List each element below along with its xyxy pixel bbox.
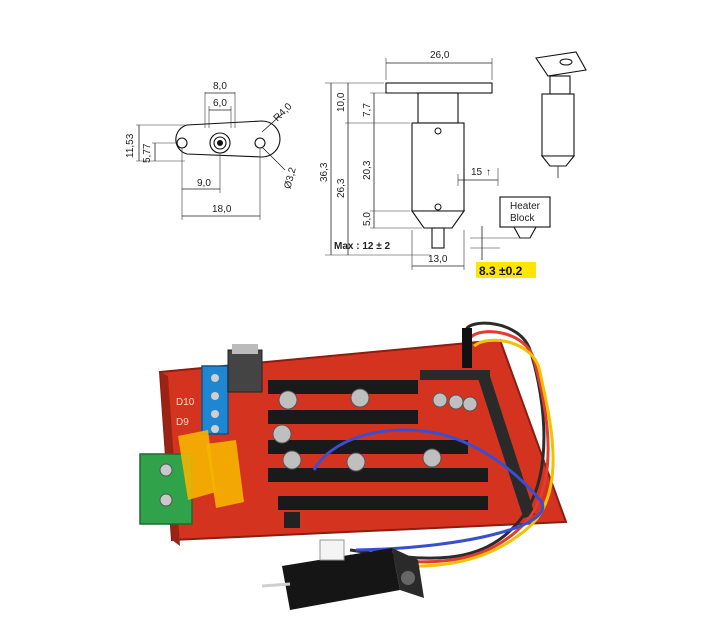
trigger-distance: 8.3 ±0.2 bbox=[479, 264, 523, 278]
bltouch-sensor bbox=[261, 539, 424, 610]
dim-total-height: 36,3 bbox=[319, 162, 330, 182]
silk-d9: D9 bbox=[176, 417, 189, 428]
heater-block-line2: Block bbox=[510, 213, 535, 224]
header-row-2 bbox=[268, 410, 418, 424]
header-row-3 bbox=[268, 440, 468, 454]
dim-flange-body: 7,7 bbox=[362, 103, 373, 117]
wire-black bbox=[349, 321, 546, 560]
heater-block-line1: Heater bbox=[510, 201, 541, 212]
dim-length-total: 18,0 bbox=[212, 204, 232, 215]
dim-hole-spacing: 9,0 bbox=[197, 178, 211, 189]
highlight-box bbox=[476, 262, 536, 278]
wire-blue bbox=[312, 428, 545, 552]
flange-top-view: 8,0 6,0 R4,0 Ø3,2 11,53 5,77 9,0 18,0 bbox=[125, 81, 299, 220]
wire-red bbox=[349, 330, 550, 564]
dim-top-width: 26,0 bbox=[430, 50, 450, 61]
dim-width-top: 8,0 bbox=[213, 81, 227, 92]
dim-top-height: 10,0 bbox=[336, 92, 347, 112]
dim-radius: R4,0 bbox=[272, 101, 295, 124]
sensor-3d-sketch bbox=[535, 51, 587, 178]
wire-yellow bbox=[351, 338, 555, 568]
ramps-board-photo: D10 D9 bbox=[139, 321, 568, 610]
mosfet bbox=[227, 349, 263, 393]
dim-tip-height: 5,0 bbox=[362, 212, 373, 226]
header-row-5 bbox=[278, 496, 488, 510]
silk-d10: D10 bbox=[176, 397, 195, 408]
dim-width-inner: 6,0 bbox=[213, 98, 227, 109]
svg-text:↑: ↑ bbox=[486, 167, 491, 178]
dim-height-total: 11,53 bbox=[125, 133, 136, 158]
dim-body-height: 26,3 bbox=[336, 178, 347, 198]
max-distance-label: Max : 12 ± 2 bbox=[334, 241, 391, 252]
header-row-1 bbox=[268, 380, 418, 394]
dim-body-width: 13,0 bbox=[428, 254, 448, 265]
sensor-side-view: 26,0 36,3 10,0 26,3 7,7 20,3 5,0 15 ↑ Ma… bbox=[319, 50, 551, 278]
dim-tip-offset: 15 bbox=[471, 167, 483, 178]
dim-body-core: 20,3 bbox=[362, 160, 373, 180]
header-row-4 bbox=[268, 468, 488, 482]
dim-height-half: 5,77 bbox=[142, 143, 153, 163]
